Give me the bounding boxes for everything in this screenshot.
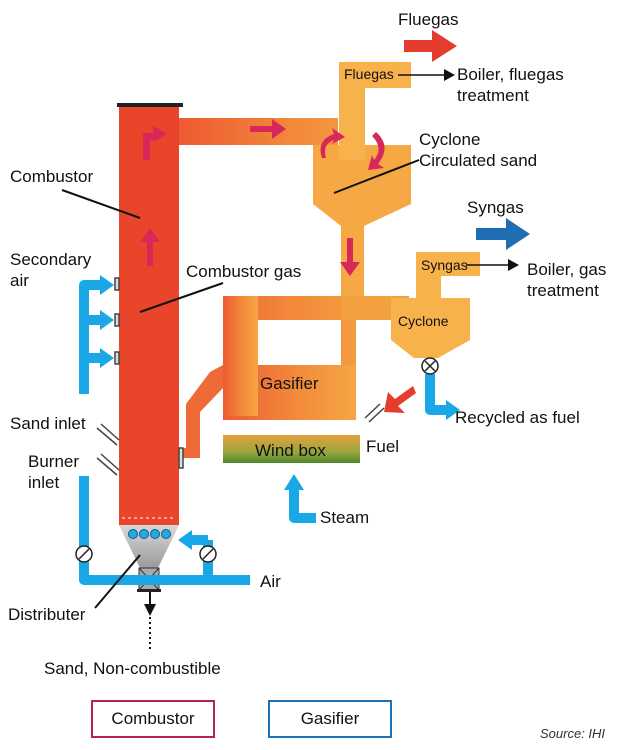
air-arrowheads <box>100 275 460 550</box>
combustor-label: Combustor <box>10 167 94 186</box>
gasifier-body <box>179 118 409 420</box>
combustor-gas-label: Combustor gas <box>186 262 302 281</box>
boiler-fluegas-label: Boiler, fluegas <box>457 65 564 84</box>
wind-box <box>223 435 360 463</box>
cyclone-2-label: Cyclone <box>398 313 449 329</box>
cyclone-1 <box>313 62 411 296</box>
wind-box-label: Wind box <box>255 441 326 460</box>
nozzles <box>96 277 385 476</box>
sand-noncombustible-label: Sand, Non-combustible <box>44 659 221 678</box>
boiler-gas-label: Boiler, gas <box>527 260 607 279</box>
secondary-air-label: air <box>10 271 29 290</box>
source-note: Source: IHI <box>540 726 606 741</box>
leader-lines <box>61 159 420 650</box>
combustor-column <box>117 103 183 592</box>
pointer-arrows <box>398 69 519 271</box>
fuel-label: Fuel <box>366 437 400 456</box>
burner-inlet-label: inlet <box>28 473 60 492</box>
steam-label: Steam <box>320 508 370 527</box>
syngas-output-label: Syngas <box>467 198 524 217</box>
legend-gasifier: Gasifier <box>268 700 392 738</box>
treatment-label-1: treatment <box>457 86 529 105</box>
fuel-in-arrow <box>384 386 416 413</box>
fluegas-duct-label: Fluegas <box>344 66 394 82</box>
recycled-fuel-label: Recycled as fuel <box>455 408 580 427</box>
air-label: Air <box>260 572 281 591</box>
burner-label: Burner <box>28 452 80 471</box>
fluegas-output-label: Fluegas <box>398 10 459 29</box>
syngas-out-arrow <box>476 218 530 250</box>
cyclone-2 <box>391 252 480 358</box>
circulated-sand-label: Circulated sand <box>419 151 538 170</box>
fluegas-out-arrow <box>404 30 457 62</box>
secondary-label: Secondary <box>10 250 92 269</box>
distributer-label: Distributer <box>8 605 86 624</box>
treatment-label-2: treatment <box>527 281 599 300</box>
gasifier-label: Gasifier <box>260 374 319 393</box>
drain-arrow <box>144 604 156 616</box>
pressure-gauges <box>75 357 439 563</box>
cyclone-1-label: Cyclone <box>419 130 481 149</box>
syngas-duct-label: Syngas <box>421 257 468 273</box>
sand-inlet-label: Sand inlet <box>10 414 86 433</box>
flow-arrows <box>140 119 385 276</box>
sand-return-leg <box>180 365 223 458</box>
legend-combustor: Combustor <box>91 700 215 738</box>
